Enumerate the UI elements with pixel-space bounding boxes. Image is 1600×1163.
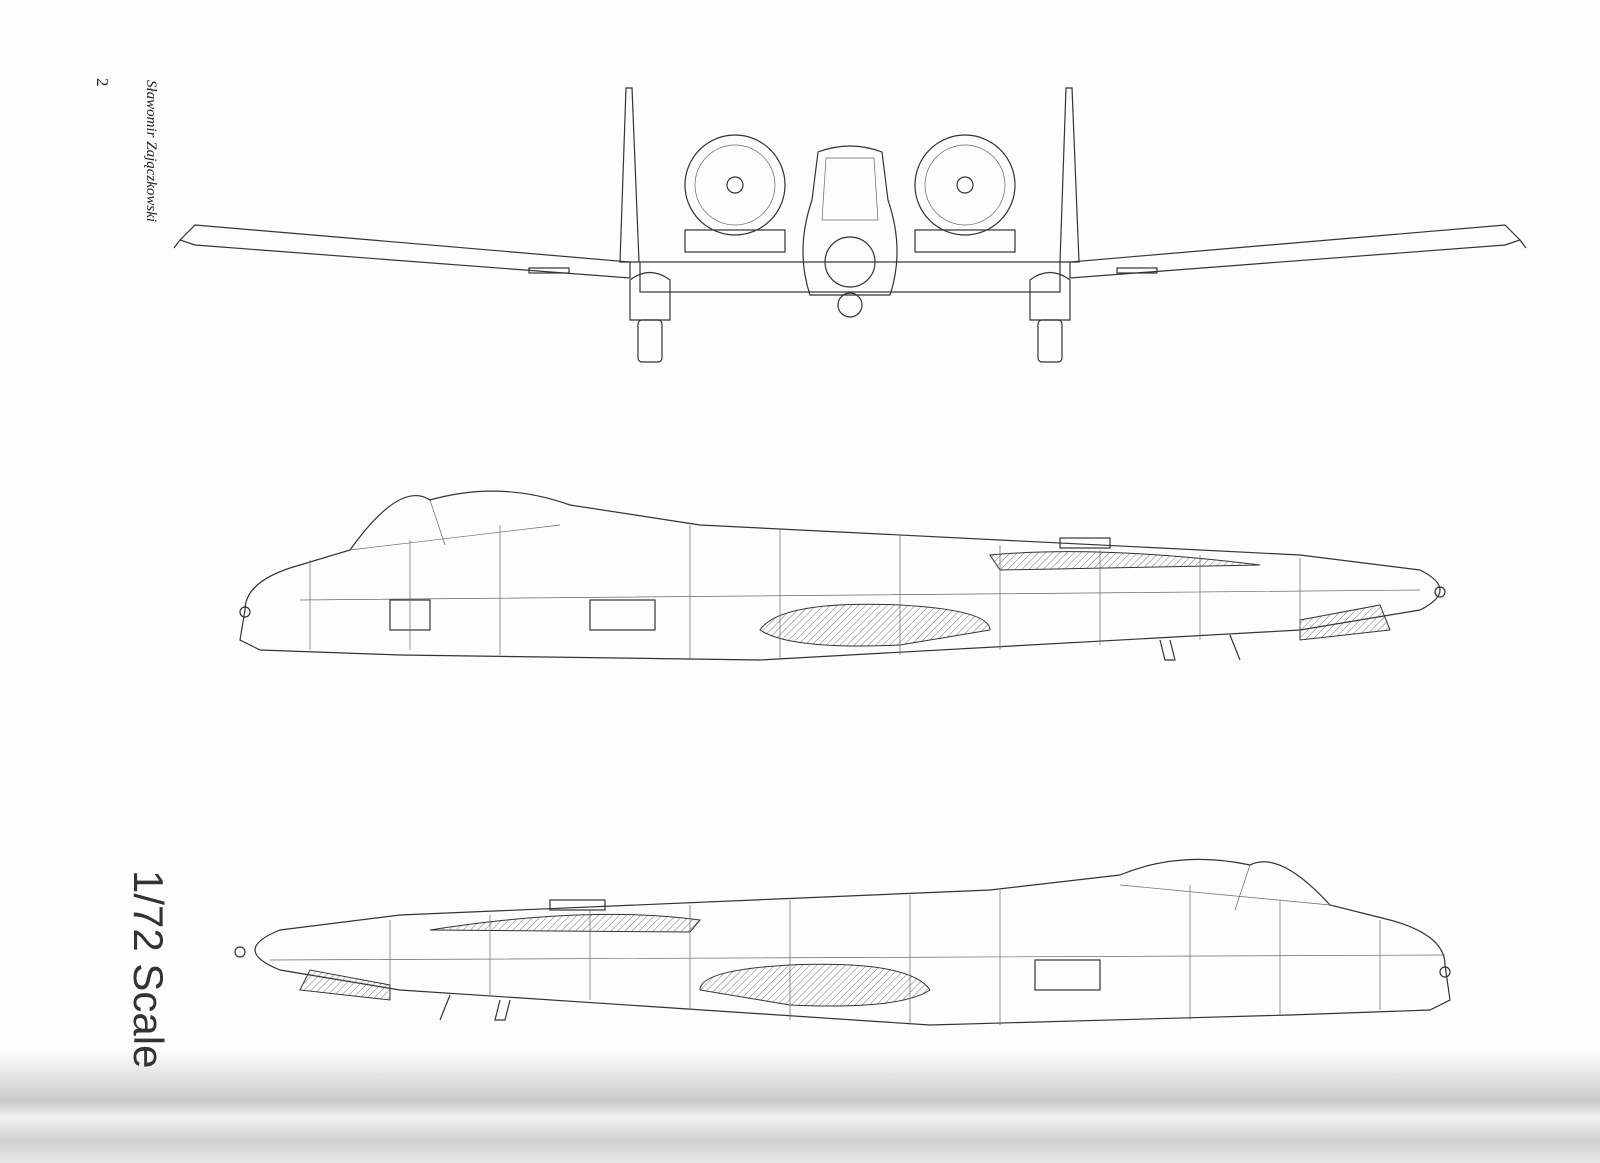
front-view [173, 87, 1527, 363]
page-fold-shadow [0, 1050, 1600, 1163]
side-view-left [239, 490, 1446, 661]
side-view-right [234, 858, 1451, 1026]
